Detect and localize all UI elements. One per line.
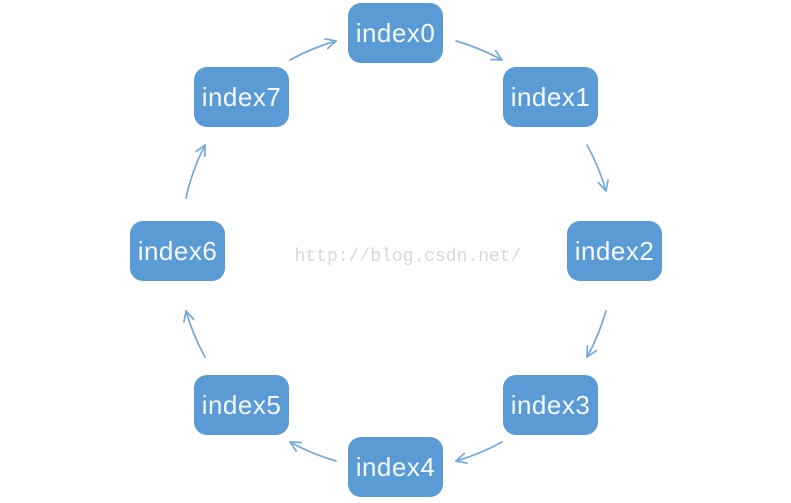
node-index4-label: index4	[355, 452, 436, 482]
arrow-index1-to-index2	[586, 144, 609, 192]
arrow-index2-to-index3	[586, 310, 607, 358]
node-index4: index4	[348, 437, 443, 497]
arrow-index4-to-index5	[289, 441, 337, 462]
node-index1-label: index1	[510, 82, 591, 112]
node-index2-label: index2	[574, 236, 655, 266]
arrow-index7-to-index0	[289, 38, 337, 61]
node-index3-label: index3	[510, 390, 591, 420]
node-index5-label: index5	[201, 390, 282, 420]
node-index0: index0	[348, 3, 443, 63]
node-index3: index3	[503, 375, 598, 435]
node-index6: index6	[130, 221, 225, 281]
node-index5: index5	[194, 375, 289, 435]
node-index6-label: index6	[137, 236, 218, 266]
node-index1: index1	[503, 67, 598, 127]
node-index2: index2	[567, 221, 662, 281]
node-index7-label: index7	[201, 82, 282, 112]
arrow-index5-to-index6	[183, 310, 206, 358]
node-index0-label: index0	[355, 18, 436, 48]
arrow-index0-to-index1	[455, 40, 503, 61]
arrow-index6-to-index7	[185, 144, 206, 199]
watermark-text: http://blog.csdn.net/	[294, 247, 522, 267]
node-index7: index7	[194, 67, 289, 127]
arrow-index3-to-index4	[455, 441, 503, 464]
